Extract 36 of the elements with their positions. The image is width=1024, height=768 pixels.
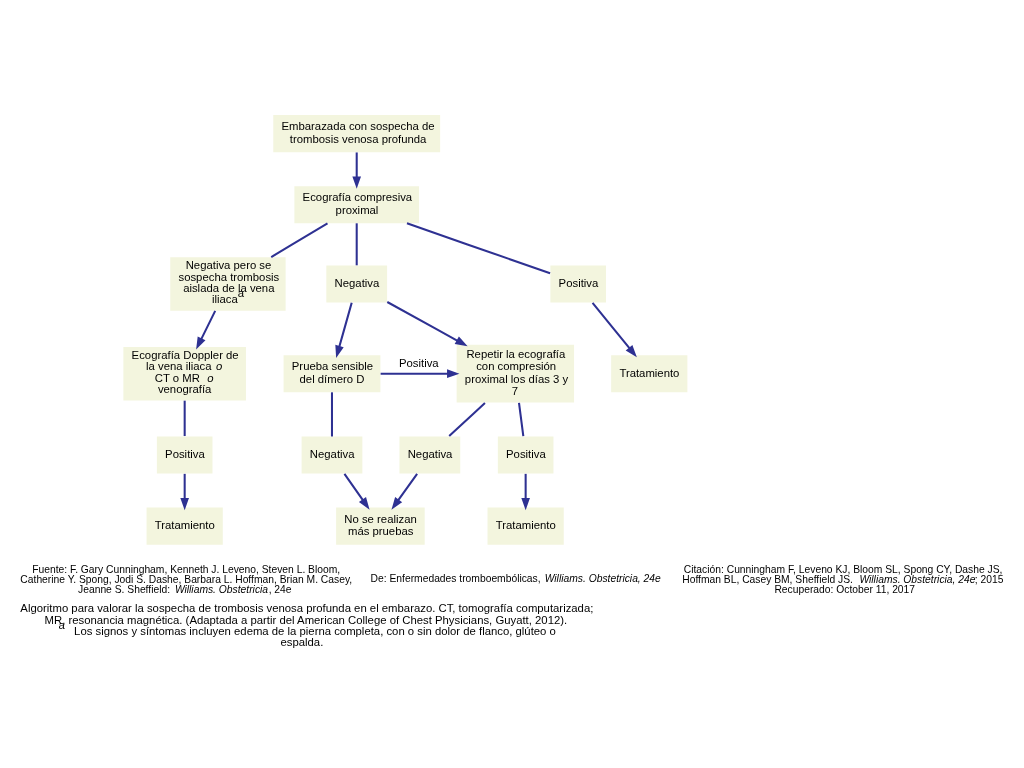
connector xyxy=(517,402,525,436)
connector xyxy=(183,400,186,436)
node-box: Tratamiento xyxy=(487,507,564,545)
node-box: Negativa xyxy=(326,265,388,303)
label: Fuente: F. Gary Cunningham, Kenneth J. Leveno, Steven L. Bloom, Catherine Y. Spong, Jodi S. Dashe, Barbara L. Hoffman, Brian M. Casey, Jeanne S. Sheffield: Williams. Obstetricia, 24e xyxy=(20,563,353,595)
node-box: Positiva xyxy=(497,436,554,474)
arrow xyxy=(391,472,418,510)
arrow xyxy=(352,151,362,189)
node-box: Tratamiento xyxy=(146,507,223,545)
arrow xyxy=(343,472,370,510)
edge-label: Positiva xyxy=(398,356,439,369)
arrow xyxy=(591,301,637,357)
node-box: Prueba sensible del dímero D xyxy=(283,354,381,392)
node-box: Embarazada con sospecha de trombosis venosa profunda xyxy=(273,114,441,152)
node-box: No se realizan más pruebas xyxy=(336,507,425,545)
connector xyxy=(270,221,329,258)
node-box: Tratamiento xyxy=(611,354,688,392)
arrow xyxy=(180,473,189,510)
label: De: Enfermedades tromboembólicas, Williams. Obstetricia, 24e xyxy=(370,572,661,584)
arrow xyxy=(380,368,460,378)
node-box: Ecografía Doppler de la vena iliaca o CT o MR o venografía xyxy=(123,346,246,400)
node-box: Repetir la ecografía con compresión proximal los días 3 y 7 xyxy=(456,344,575,403)
node-box: Positiva xyxy=(156,436,213,474)
node-box: Negativa xyxy=(301,436,363,474)
connector xyxy=(406,221,551,274)
node-box: Ecografía compresiva proximal xyxy=(294,185,420,223)
label: Citación: Cunningham F, Leveno KJ, Bloom SL, Spong CY, Dashe JS, Hoffman BL, Casey BM, Sheffield JS. Williams. Obstetricia, 24e; 2015 Recuperado: October 11, 2017 xyxy=(682,563,1004,595)
arrow xyxy=(335,302,353,358)
arrow xyxy=(386,300,468,346)
connector xyxy=(355,222,358,265)
arrow xyxy=(196,309,217,350)
connector xyxy=(448,401,486,437)
connector xyxy=(330,391,333,436)
node-box: Negativa xyxy=(399,436,461,474)
arrow xyxy=(521,473,530,510)
node-box: Positiva xyxy=(550,265,606,303)
